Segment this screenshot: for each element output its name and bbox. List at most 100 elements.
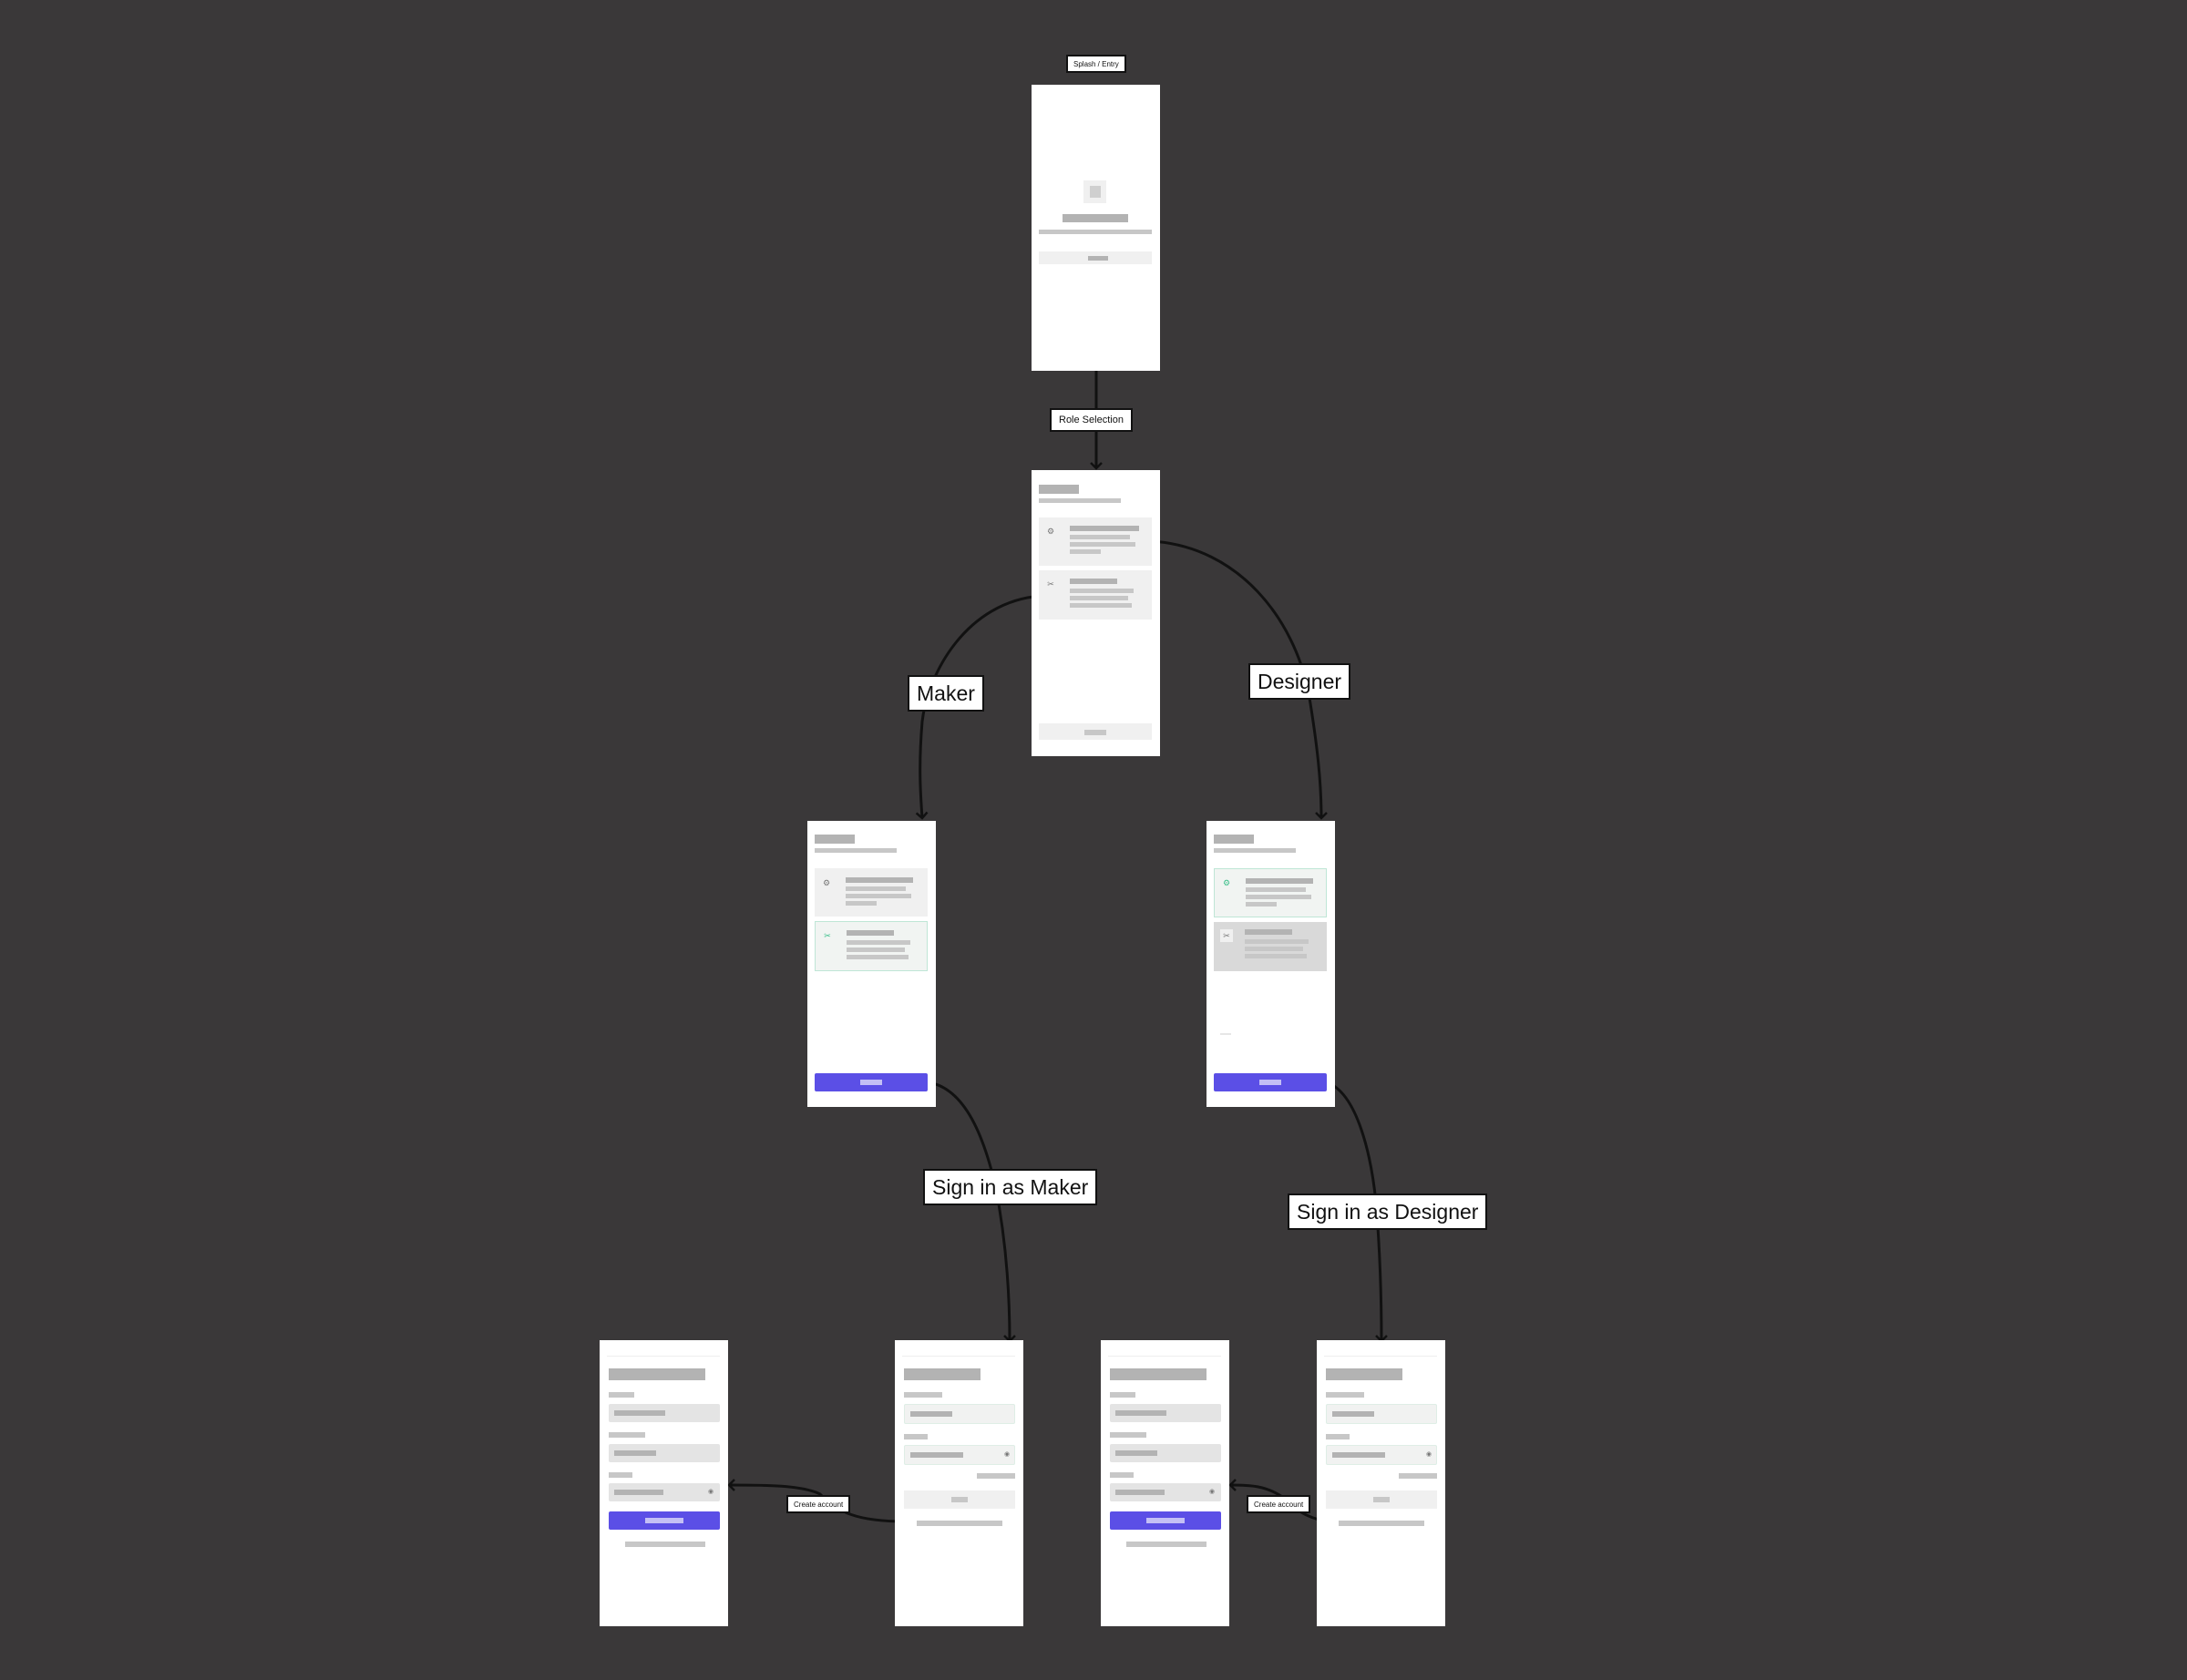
card-text-placeholder [1245,947,1303,951]
card-text-placeholder [846,886,906,891]
field-label-placeholder [904,1392,942,1398]
top-divider [607,1356,720,1357]
card-text-placeholder [1245,939,1309,944]
field-label-placeholder [1326,1392,1364,1398]
field-value-placeholder [1332,1411,1374,1417]
field-value-placeholder [1115,1490,1165,1495]
designer-sign-in-screen: ◉ [1317,1340,1445,1626]
field-label-placeholder [609,1432,645,1438]
card-text-placeholder [1070,542,1135,547]
card-text-placeholder [847,940,910,945]
designer-role-card[interactable]: ✂ [1039,570,1152,620]
role-selection-label: Role Selection [1050,408,1133,432]
password-field[interactable]: ◉ [609,1483,720,1501]
card-text-placeholder [1070,596,1128,600]
card-title-placeholder [847,930,894,936]
field-label-placeholder [609,1392,634,1398]
field-value-placeholder [614,1490,663,1495]
maker-sign-in-screen: ◉ [895,1340,1023,1626]
eye-icon[interactable]: ◉ [1003,1451,1011,1458]
name-field[interactable] [1110,1404,1221,1422]
forgot-password-link-placeholder[interactable] [1399,1473,1437,1479]
top-divider [1108,1356,1221,1357]
password-field[interactable]: ◉ [1326,1445,1437,1465]
card-text-placeholder [1246,887,1306,892]
button-label-placeholder [1088,256,1108,261]
field-label-placeholder [1110,1472,1134,1478]
card-title-placeholder [1245,929,1292,935]
designer-create-account-screen: ◉ [1101,1340,1229,1626]
heading-placeholder [815,835,855,844]
field-label-placeholder [1110,1392,1135,1398]
sign-in-link-placeholder[interactable] [625,1542,705,1547]
sign-in-cta-button[interactable] [1214,1073,1327,1091]
sign-in-as-designer-label: Sign in as Designer [1288,1193,1488,1230]
card-text-placeholder [846,894,911,898]
card-title-placeholder [1070,526,1139,531]
field-value-placeholder [1115,1410,1166,1416]
field-value-placeholder [910,1452,963,1458]
sign-in-button[interactable] [904,1490,1015,1509]
email-field[interactable] [1110,1444,1221,1462]
designer-role-card[interactable]: ✂ [1214,922,1327,971]
card-text-placeholder [847,948,905,952]
email-field[interactable] [609,1444,720,1462]
create-account-button[interactable] [609,1511,720,1530]
designer-selected-screen: ⚙ ✂ [1206,821,1335,1107]
top-divider [1324,1356,1437,1357]
field-value-placeholder [1115,1450,1157,1456]
password-field[interactable]: ◉ [904,1445,1015,1465]
designer-role-card-highlighted[interactable]: ✂ [815,921,928,971]
heading-placeholder [1214,835,1254,844]
field-value-placeholder [614,1450,656,1456]
tool-icon: ⚙ [822,878,831,887]
heading-placeholder [1110,1368,1206,1380]
button-label-placeholder [645,1518,683,1523]
password-field[interactable]: ◉ [1110,1483,1221,1501]
connector-maker-to-signin [928,1081,1016,1343]
sign-in-link-placeholder[interactable] [1126,1542,1206,1547]
create-account-button[interactable] [1110,1511,1221,1530]
subheading-placeholder [1214,848,1296,853]
continue-button[interactable] [1039,723,1152,740]
create-account-link-placeholder[interactable] [1339,1521,1424,1526]
tool-icon: ⚙ [1046,527,1055,536]
field-label-placeholder [1110,1432,1146,1438]
eye-icon[interactable]: ◉ [1208,1489,1216,1495]
maker-label: Maker [908,675,984,712]
heading-placeholder [1326,1368,1402,1380]
heading-placeholder [609,1368,705,1380]
connector-maker-create-account [727,1479,907,1523]
maker-role-card[interactable]: ⚙ [1039,517,1152,566]
card-text-placeholder [1070,549,1101,554]
maker-selected-screen: ⚙ ✂ [807,821,936,1107]
maker-role-card-highlighted[interactable]: ⚙ [1214,868,1327,917]
scissors-icon: ✂ [824,931,831,940]
button-label-placeholder [1084,730,1106,735]
role-selection-screen: ⚙ ✂ [1032,470,1160,756]
eye-icon[interactable]: ◉ [707,1489,714,1495]
logo-placeholder [1083,180,1106,203]
heading-placeholder [1039,485,1079,494]
sign-in-button[interactable] [1326,1490,1437,1509]
scissors-icon: ✂ [1047,579,1054,589]
field-value-placeholder [614,1410,665,1416]
create-account-link-placeholder[interactable] [917,1521,1002,1526]
field-label-placeholder [609,1472,632,1478]
name-field[interactable] [609,1404,720,1422]
get-started-button[interactable] [1039,251,1152,264]
forgot-password-link-placeholder[interactable] [977,1473,1015,1479]
button-label-placeholder [860,1080,882,1085]
email-field[interactable] [1326,1404,1437,1424]
scissors-icon: ✂ [1223,931,1230,940]
sign-in-cta-button[interactable] [815,1073,928,1091]
email-field[interactable] [904,1404,1015,1424]
maker-role-card[interactable]: ⚙ [815,868,928,917]
subheading-placeholder [1039,498,1121,503]
card-text-placeholder [1246,902,1277,907]
heading-placeholder [904,1368,981,1380]
card-text-placeholder [1246,895,1311,899]
card-title-placeholder [1246,878,1313,884]
eye-icon[interactable]: ◉ [1425,1451,1432,1458]
